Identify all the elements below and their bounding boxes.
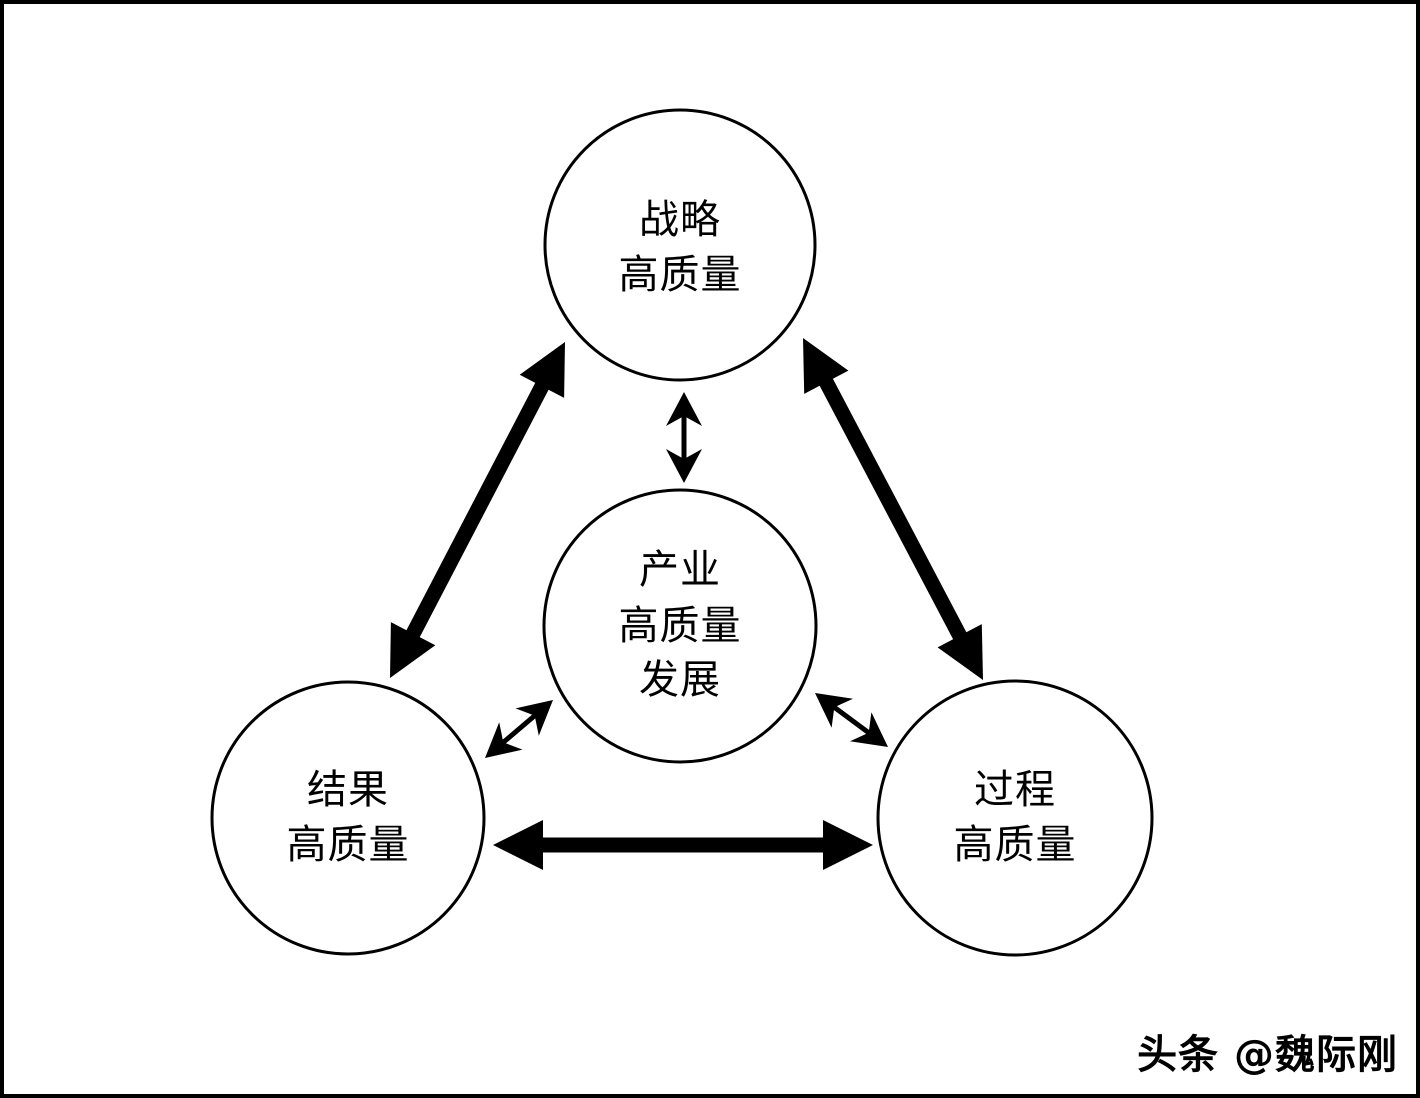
strategy-node-label-line1: 战略	[639, 197, 721, 243]
arrow-industry-result	[485, 700, 553, 758]
arrow-shaft	[497, 710, 541, 748]
industry-node-label-line1: 产业	[639, 547, 721, 593]
arrow-strategy-result	[390, 342, 565, 678]
arrowhead	[485, 722, 523, 758]
arrowhead	[815, 693, 853, 728]
arrowhead	[390, 622, 436, 678]
arrowhead	[937, 624, 983, 680]
arrowhead	[850, 712, 888, 747]
industry-node-circle	[542, 488, 818, 764]
arrow-strategy-industry	[666, 392, 702, 483]
arrowhead	[666, 392, 702, 426]
arrowhead	[666, 449, 702, 483]
arrow-shaft	[401, 374, 554, 646]
industry-node-label-line3: 发展	[639, 657, 721, 703]
process-node-label-line1: 过程	[974, 767, 1056, 813]
arrowhead	[823, 820, 873, 870]
strategy-node-circle	[543, 108, 817, 382]
arrowhead	[803, 338, 849, 394]
strategy-node-label-line2: 高质量	[619, 252, 742, 298]
arrowhead	[515, 700, 553, 736]
arrow-shaft	[828, 702, 875, 738]
process-node-label-line2: 高质量	[954, 822, 1077, 868]
watermark-text: 头条 @魏际刚	[1137, 1032, 1398, 1078]
process-node-circle	[876, 679, 1154, 957]
arrow-shaft	[814, 369, 972, 649]
arrow-strategy-process	[803, 338, 983, 680]
arrowhead	[519, 342, 565, 398]
arrow-result-process	[493, 820, 873, 870]
result-node-circle	[210, 680, 486, 956]
result-node-label-line1: 结果	[307, 767, 389, 813]
result-node-label-line2: 高质量	[287, 822, 410, 868]
arrowhead	[493, 820, 543, 870]
industry-node-label-line2: 高质量	[619, 603, 742, 649]
arrow-industry-process	[815, 693, 888, 747]
